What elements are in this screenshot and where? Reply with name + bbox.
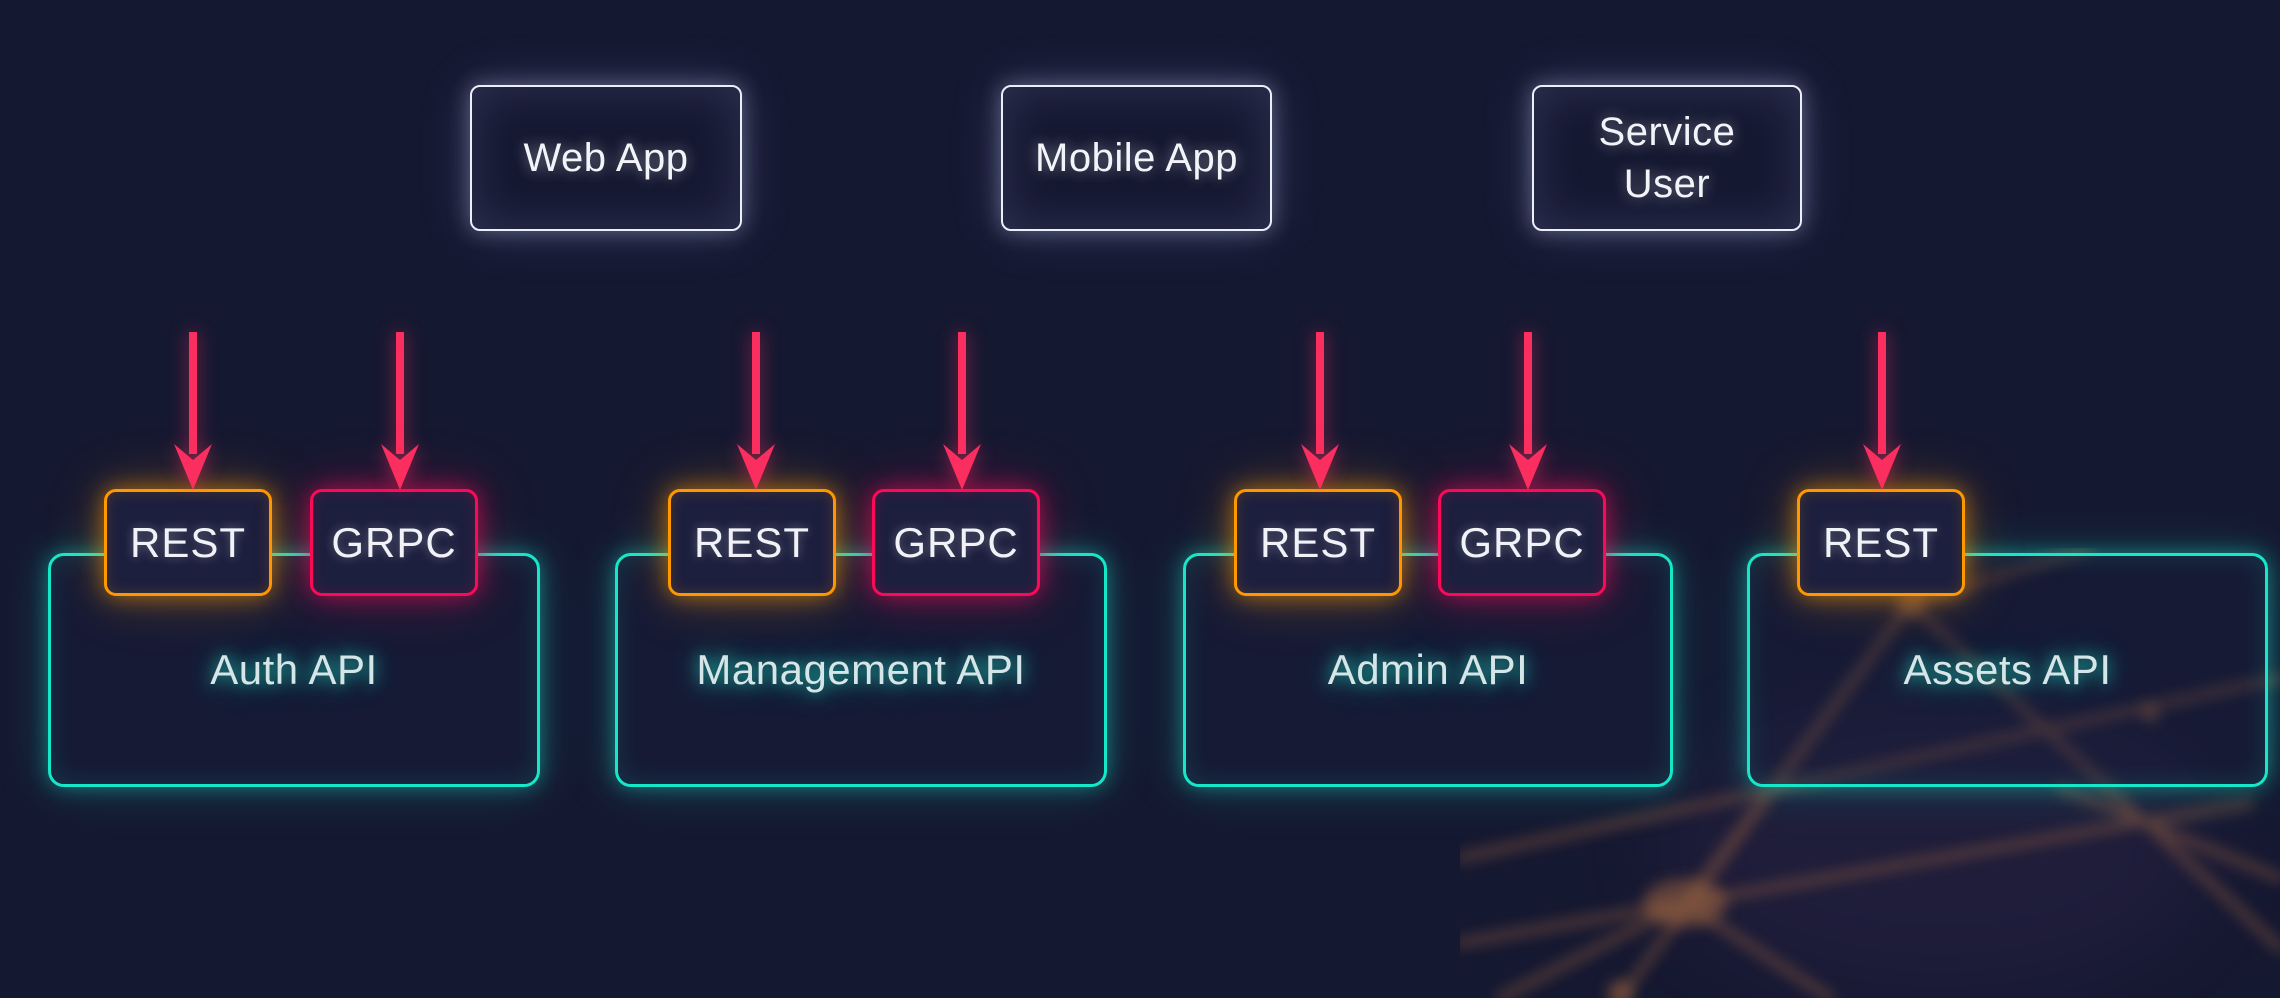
api-label: Auth API	[210, 646, 378, 693]
protocol-label: GRPC	[1459, 518, 1585, 566]
down-arrow-icon	[1498, 332, 1558, 492]
protocol-label: REST	[1822, 518, 1939, 566]
api-label: Assets API	[1903, 646, 2112, 693]
down-arrow-icon	[932, 332, 992, 492]
protocol-tag-grpc-admin: GRPC	[1438, 489, 1606, 596]
down-arrow-icon	[726, 332, 786, 492]
client-box-service-user: Service User	[1532, 85, 1802, 231]
protocol-tag-grpc-management: GRPC	[872, 489, 1040, 596]
client-label: Web App	[523, 136, 689, 180]
protocol-tag-rest-management: REST	[668, 489, 836, 596]
protocol-label: REST	[693, 518, 810, 566]
protocol-tag-grpc-auth: GRPC	[310, 489, 478, 596]
protocol-label: REST	[1259, 518, 1376, 566]
down-arrow-icon	[163, 332, 223, 492]
api-label: Management API	[696, 646, 1026, 693]
down-arrow-icon	[1290, 332, 1350, 492]
down-arrow-icon	[1852, 332, 1912, 492]
client-box-web-app: Web App	[470, 85, 742, 231]
network-mesh-decoration	[1460, 548, 2280, 998]
protocol-label: GRPC	[331, 518, 457, 566]
client-label: Mobile App	[1035, 136, 1238, 180]
api-label: Admin API	[1327, 646, 1529, 693]
protocol-label: REST	[129, 518, 246, 566]
client-box-mobile-app: Mobile App	[1001, 85, 1272, 231]
client-label: Service User	[1598, 110, 1736, 206]
down-arrow-icon	[370, 332, 430, 492]
protocol-label: GRPC	[893, 518, 1019, 566]
protocol-tag-rest-admin: REST	[1234, 489, 1402, 596]
protocol-tag-rest-auth: REST	[104, 489, 272, 596]
protocol-tag-rest-assets: REST	[1797, 489, 1965, 596]
